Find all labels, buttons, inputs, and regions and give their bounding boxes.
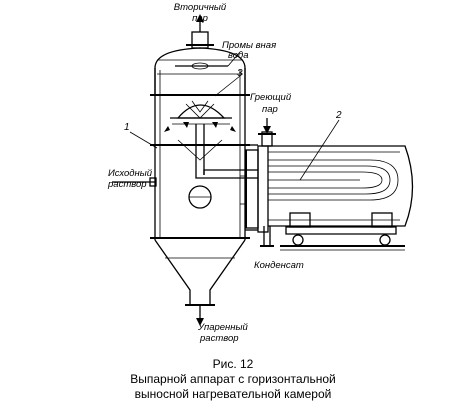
evaporator-vessel [150,47,250,306]
support-carriage [280,212,405,251]
label-number-1: 1 [124,122,130,133]
feed-inlet [112,177,157,187]
heating-steam-inlet [258,118,276,147]
wash-water-pipe [175,51,241,70]
condensate-outlet [260,226,274,247]
label-evaporated-solution-1: Упаренный [197,322,248,333]
separator-hood [164,100,236,132]
secondary-steam-outlet [186,14,214,49]
connecting-pipes [245,144,258,231]
label-number-3: 3 [237,68,243,79]
label-condensate: Конденсат [254,260,304,271]
label-initial-solution-1: Исходный [108,168,153,179]
caption-figure-number: Рис. 12 [212,357,254,371]
label-number-2: 2 [335,110,342,121]
product-outlet [196,305,204,326]
label-initial-solution-2: раствор [107,179,147,190]
label-evaporated-solution-2: раствор [199,333,239,344]
label-secondary-steam-1: Вторичный [174,2,227,13]
label-heating-steam-1: Греющий [250,92,292,103]
caption-line-2: выносной нагревательной камерой [134,387,332,401]
figure-caption: Рис. 12 Выпарной аппарат с горизонтально… [0,357,466,402]
evaporator-diagram: Вторичный пар Промы вная вода 3 Греющий … [107,2,414,344]
label-heating-steam-2: пар [262,104,278,115]
label-wash-water-2: вода [228,50,249,61]
caption-line-1: Выпарной аппарат с горизонтальной [130,372,336,386]
circulation-pipe [177,124,245,179]
label-wash-water-1: Промы вная [222,40,276,51]
heating-chamber [240,145,414,233]
label-secondary-steam-2: пар [192,13,208,24]
